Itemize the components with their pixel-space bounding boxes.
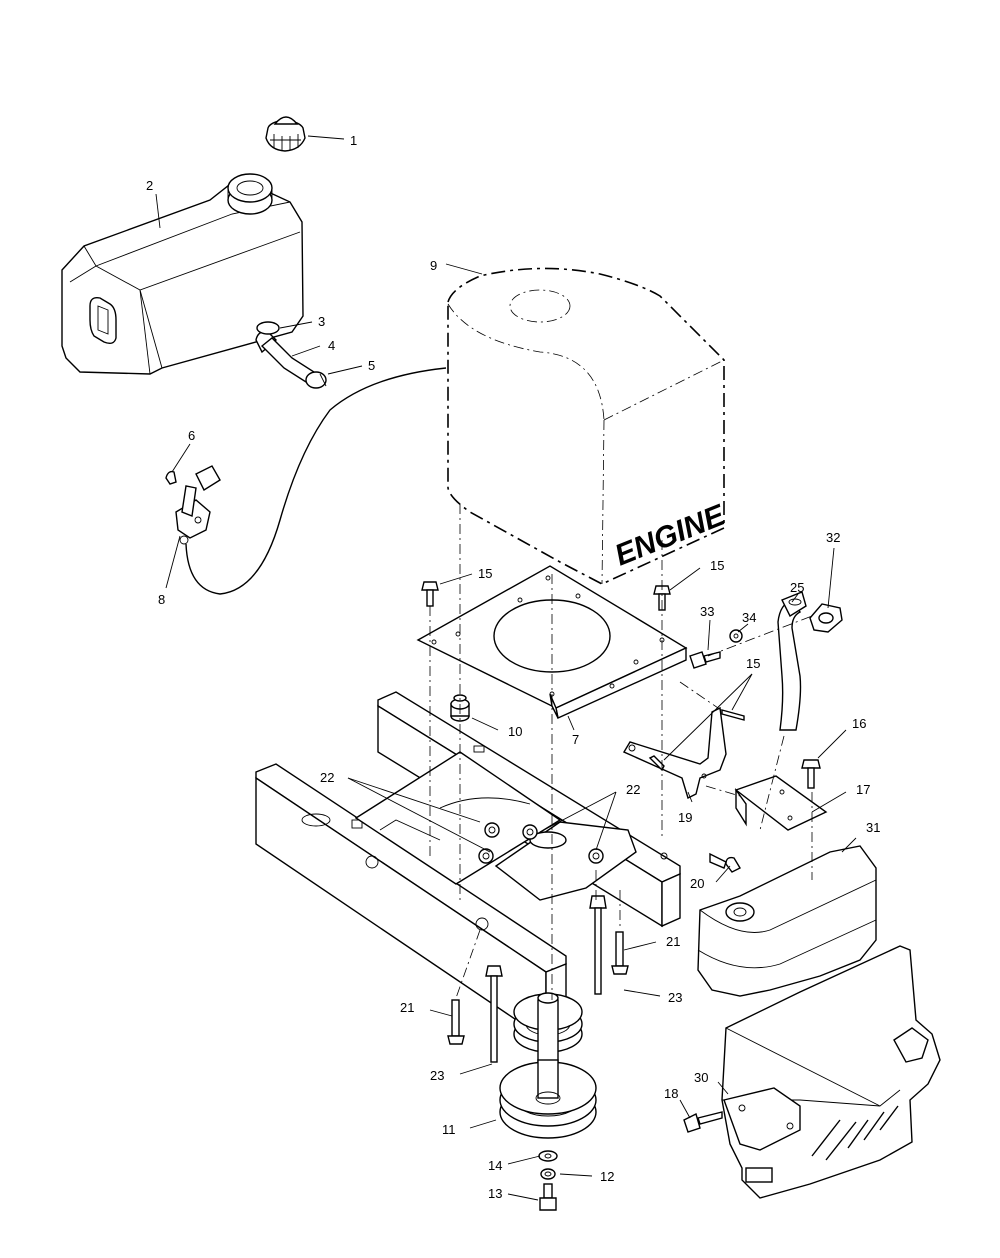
callout-13: 13 — [488, 1186, 502, 1201]
bolt-23-left — [485, 965, 503, 1063]
callout-7: 7 — [572, 732, 579, 747]
callout-6: 6 — [188, 428, 195, 443]
fuel-cap — [265, 116, 306, 152]
bolt-21-left — [447, 999, 465, 1045]
callout-32: 32 — [826, 530, 840, 545]
callout-23-left: 23 — [430, 1068, 444, 1083]
callout-25: 25 — [790, 580, 804, 595]
exhaust-gasket — [809, 603, 843, 633]
callout-1: 1 — [350, 133, 357, 148]
callout-12: 12 — [600, 1169, 614, 1184]
washer-34 — [729, 629, 743, 643]
engine-outline: ENGINE — [447, 267, 730, 585]
pulley-assembly — [499, 992, 597, 1139]
muffler — [697, 845, 877, 997]
callout-15-bracket: 15 — [746, 656, 760, 671]
muffler-mount-plate — [734, 775, 828, 831]
callout-22-left: 22 — [320, 770, 334, 785]
callout-34: 34 — [742, 610, 756, 625]
callout-3: 3 — [318, 314, 325, 329]
fuel-hose-and-clamps — [255, 321, 327, 389]
callout-8: 8 — [158, 592, 165, 607]
alignment-lines — [429, 504, 813, 1000]
callout-20: 20 — [690, 876, 704, 891]
callout-5: 5 — [368, 358, 375, 373]
callout-11: 11 — [442, 1122, 456, 1137]
exhaust-bracket-19 — [622, 706, 745, 799]
callout-15-right: 15 — [710, 558, 724, 573]
bolt-23-right — [589, 895, 607, 995]
bolt-20 — [709, 852, 741, 873]
callout-33: 33 — [700, 604, 714, 619]
callout-23-right: 23 — [668, 990, 682, 1005]
exhaust-pipe — [777, 591, 807, 731]
callout-16: 16 — [852, 716, 866, 731]
callout-2: 2 — [146, 178, 153, 193]
callout-10: 10 — [508, 724, 522, 739]
callout-21-left: 21 — [400, 1000, 414, 1015]
idler-bracket — [478, 821, 637, 901]
callout-14: 14 — [488, 1158, 502, 1173]
callout-18: 18 — [664, 1086, 678, 1101]
washer-14 — [538, 1150, 558, 1162]
callout-19: 19 — [678, 810, 692, 825]
callout-4: 4 — [328, 338, 335, 353]
bolt-16 — [801, 759, 821, 789]
throttle-control — [165, 465, 221, 545]
bolt-15-left — [421, 581, 439, 607]
callout-17: 17 — [856, 782, 870, 797]
bolt-18 — [683, 1111, 723, 1133]
fuel-tank — [61, 173, 304, 375]
muffler-heat-shield — [721, 945, 941, 1199]
bolt-21-right — [611, 931, 629, 975]
throttle-cable — [185, 367, 447, 595]
bolt-13 — [539, 1183, 557, 1211]
callout-21-right: 21 — [666, 934, 680, 949]
lock-washer-12 — [540, 1168, 556, 1180]
bolt-33 — [689, 651, 721, 669]
callout-31: 31 — [866, 820, 880, 835]
callout-30: 30 — [694, 1070, 708, 1085]
callout-22-right: 22 — [626, 782, 640, 797]
callout-labels: 1 2 3 4 5 6 7 8 9 10 11 12 13 14 15 15 1… — [146, 133, 880, 1201]
callout-15-left: 15 — [478, 566, 492, 581]
leader-lines — [155, 135, 857, 1201]
callout-9: 9 — [430, 258, 437, 273]
